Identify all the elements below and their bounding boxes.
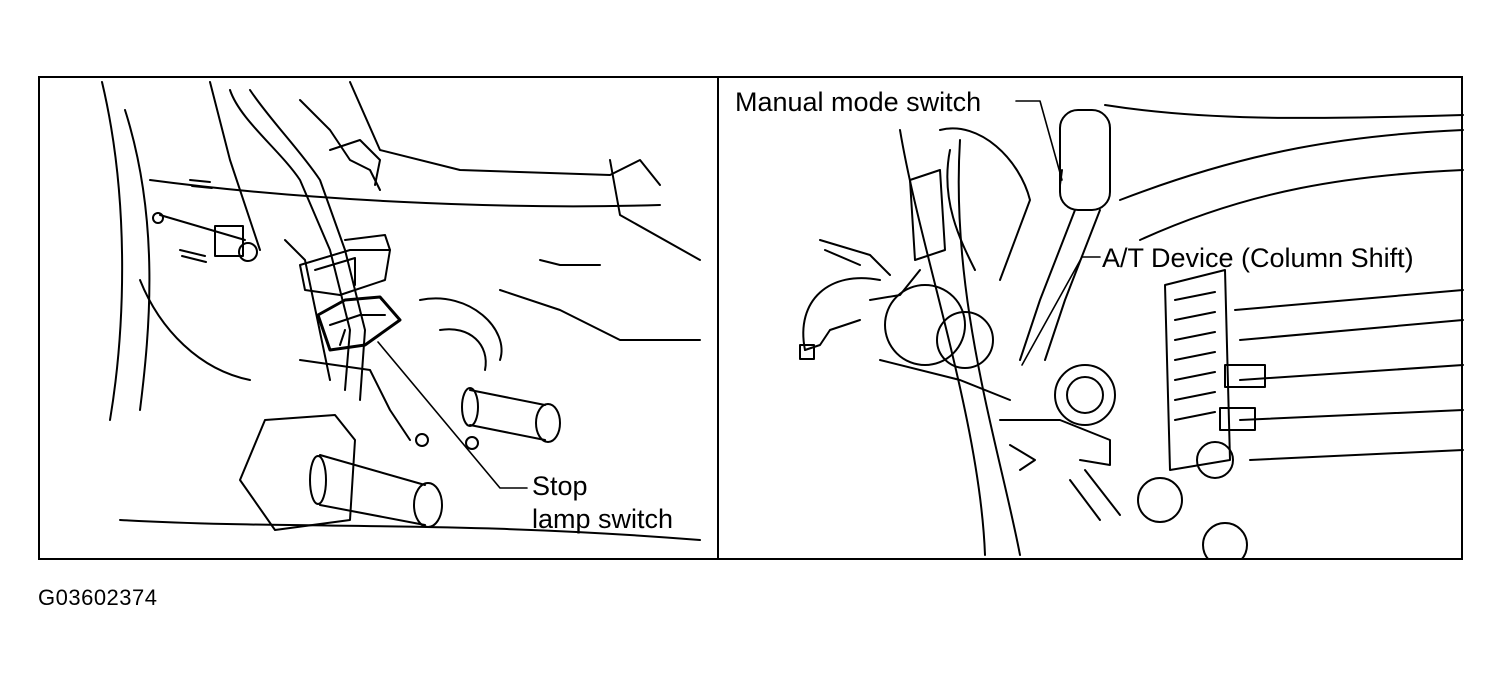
column-shift-lever: [1019, 109, 1111, 361]
pedal-pad: [239, 414, 479, 531]
firewall-panel-lines: [101, 81, 701, 541]
dashboard-outline: [899, 104, 1464, 556]
stop-lamp-switch-label: Stop lamp switch: [532, 470, 673, 536]
accelerator-pedal: [419, 297, 561, 443]
manual-mode-leader-line: [1015, 100, 1063, 181]
at-device-column-shift-label: A/T Device (Column Shift): [1102, 243, 1414, 273]
panel-divider: [717, 76, 719, 560]
manual-mode-switch-label: Manual mode switch: [735, 86, 982, 119]
brake-pedal-arm: [229, 89, 411, 441]
harness-wire: [799, 277, 881, 360]
right-panel-illustration: [799, 100, 1464, 560]
figure-frame: [38, 76, 1463, 560]
figure-id: G03602374: [38, 585, 158, 610]
stop-lamp-switch-label-line1: Stop: [532, 471, 588, 501]
air-vent-and-audio: [1069, 269, 1464, 560]
switch-connector-upper: [299, 234, 391, 296]
steering-column-body: [819, 127, 1116, 471]
stop-lamp-switch: [316, 295, 402, 352]
at-device-leader-line: [1021, 256, 1101, 366]
bolt-group: [152, 179, 258, 263]
stop-lamp-leader-line: [377, 341, 528, 489]
stop-lamp-switch-label-line2: lamp switch: [532, 504, 674, 534]
left-panel-illustration: [101, 81, 701, 541]
